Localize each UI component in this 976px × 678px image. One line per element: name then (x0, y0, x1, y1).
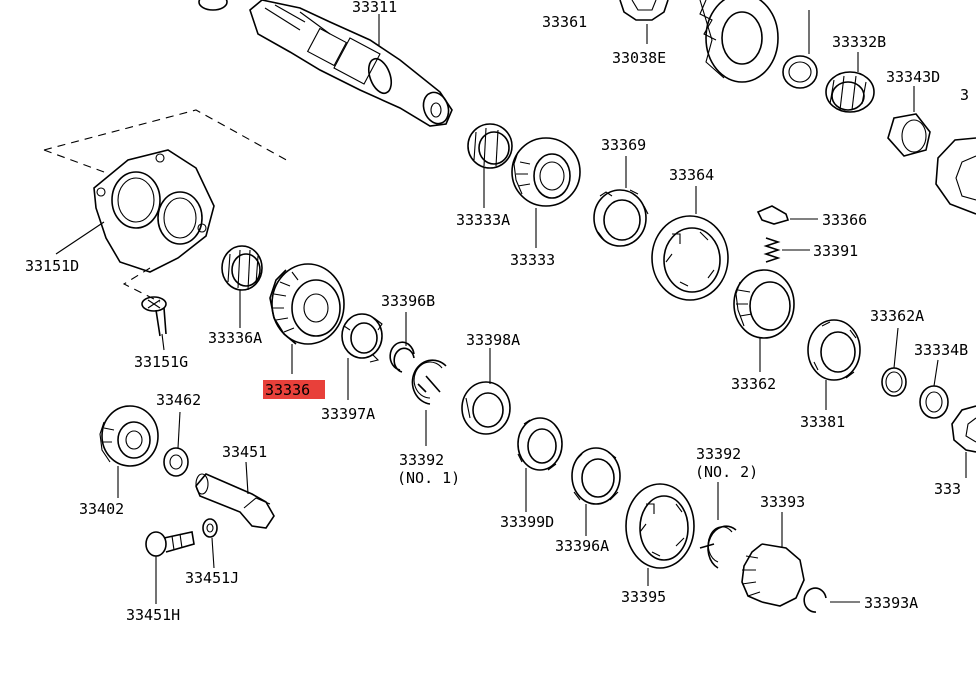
snap-ring-part-33362A[interactable] (881, 367, 907, 397)
gear-part-right-edge[interactable] (935, 137, 976, 215)
label-33392-no1[interactable]: 33392 (399, 451, 444, 469)
label-33393[interactable]: 33393 (760, 493, 805, 511)
washer-part-33462[interactable] (163, 447, 189, 477)
reverse-gear-part-33336[interactable] (269, 263, 345, 345)
synchronizer-ring-part-33397A[interactable] (341, 313, 383, 363)
needle-bearing-part-33333A[interactable] (467, 123, 513, 169)
label-33151G[interactable]: 33151G (134, 353, 188, 371)
bearing-part-33402[interactable] (99, 405, 159, 467)
label-right-edge-bottom: 333 (934, 480, 961, 498)
hub-sleeve-part-33364[interactable] (651, 215, 729, 301)
label-33362A[interactable]: 33362A (870, 307, 924, 325)
washer-part-33334B[interactable] (919, 385, 949, 419)
label-33366[interactable]: 33366 (822, 211, 867, 229)
label-33395[interactable]: 33395 (621, 588, 666, 606)
gear-part-top-right[interactable] (699, 0, 779, 83)
dashed-outline (43, 109, 291, 303)
label-33333[interactable]: 33333 (510, 251, 555, 269)
washer-part-33332B[interactable] (782, 55, 818, 89)
synchronizer-ring-part-33399D[interactable] (517, 417, 563, 471)
label-33336A[interactable]: 33336A (208, 329, 262, 347)
shifting-key-spring-part-no2[interactable] (699, 525, 737, 569)
label-33038E[interactable]: 33038E (612, 49, 666, 67)
spring-part-33391[interactable] (763, 237, 781, 263)
label-33311[interactable]: 33311 (352, 0, 397, 16)
label-33361[interactable]: 33361 (542, 13, 587, 31)
label-33364[interactable]: 33364 (669, 166, 714, 184)
label-33402[interactable]: 33402 (79, 500, 124, 518)
washer-part-33451J[interactable] (202, 518, 218, 538)
clutch-hub-part-33362[interactable] (733, 269, 795, 339)
washer-part[interactable] (198, 0, 228, 11)
label-33151D[interactable]: 33151D (25, 257, 79, 275)
bearing-part-33038E[interactable] (619, 0, 669, 21)
label-33393A[interactable]: 33393A (864, 594, 918, 612)
label-33396B[interactable]: 33396B (381, 292, 435, 310)
label-33397A[interactable]: 33397A (321, 405, 375, 423)
part-labels: 33311 33361 33038E 33332B 33343D 33151D … (25, 0, 969, 624)
sleeve-part-33395[interactable] (625, 483, 695, 569)
label-33451H[interactable]: 33451H (126, 606, 180, 624)
bolt-part-33151G[interactable] (141, 296, 167, 337)
label-33391[interactable]: 33391 (813, 242, 858, 260)
snap-ring-part-33393A[interactable] (803, 587, 827, 613)
synchronizer-ring-part-33381[interactable] (807, 319, 861, 381)
bolt-part-33451H[interactable] (145, 531, 195, 557)
bearing-part-right-edge[interactable] (951, 405, 976, 453)
label-33392-no1-note: (NO. 1) (397, 469, 460, 487)
label-33334B[interactable]: 33334B (914, 341, 968, 359)
label-33343D[interactable]: 33343D (886, 68, 940, 86)
label-33396A[interactable]: 33396A (555, 537, 609, 555)
label-33451[interactable]: 33451 (222, 443, 267, 461)
shaft-part-33451[interactable] (195, 473, 275, 529)
shifting-key-part-33366[interactable] (756, 205, 790, 225)
needle-bearing-part-33332B[interactable] (825, 71, 875, 113)
output-shaft-part[interactable] (249, 0, 453, 127)
label-33369[interactable]: 33369 (601, 136, 646, 154)
label-33381[interactable]: 33381 (800, 413, 845, 431)
synchronizer-ring-part-33369[interactable] (593, 189, 649, 247)
snap-ring-part-33396B[interactable] (389, 341, 415, 373)
label-33362[interactable]: 33362 (731, 375, 776, 393)
highlighted-part-label-box (263, 380, 325, 399)
synchronizer-ring-part-33396A[interactable] (571, 447, 621, 505)
label-33392-no2-note: (NO. 2) (695, 463, 758, 481)
gear-part-33333[interactable] (511, 137, 581, 207)
label-33392-no2[interactable]: 33392 (696, 445, 741, 463)
bushing-part-33343D[interactable] (887, 113, 931, 157)
bearing-retainer-part[interactable] (93, 149, 215, 273)
label-33399D[interactable]: 33399D (500, 513, 554, 531)
label-33332B[interactable]: 33332B (832, 33, 886, 51)
label-33333A[interactable]: 33333A (456, 211, 510, 229)
label-right-edge-top: 3 (960, 86, 969, 104)
label-33398A[interactable]: 33398A (466, 331, 520, 349)
label-33451J[interactable]: 33451J (185, 569, 239, 587)
label-33336[interactable]: 33336 (265, 381, 310, 399)
shifting-key-spring-part-no1[interactable] (411, 359, 447, 405)
needle-bearing-part-33336A[interactable] (221, 245, 263, 291)
gear-part-33393[interactable] (741, 543, 805, 607)
label-33462[interactable]: 33462 (156, 391, 201, 409)
ring-part-33398A[interactable] (461, 381, 511, 435)
